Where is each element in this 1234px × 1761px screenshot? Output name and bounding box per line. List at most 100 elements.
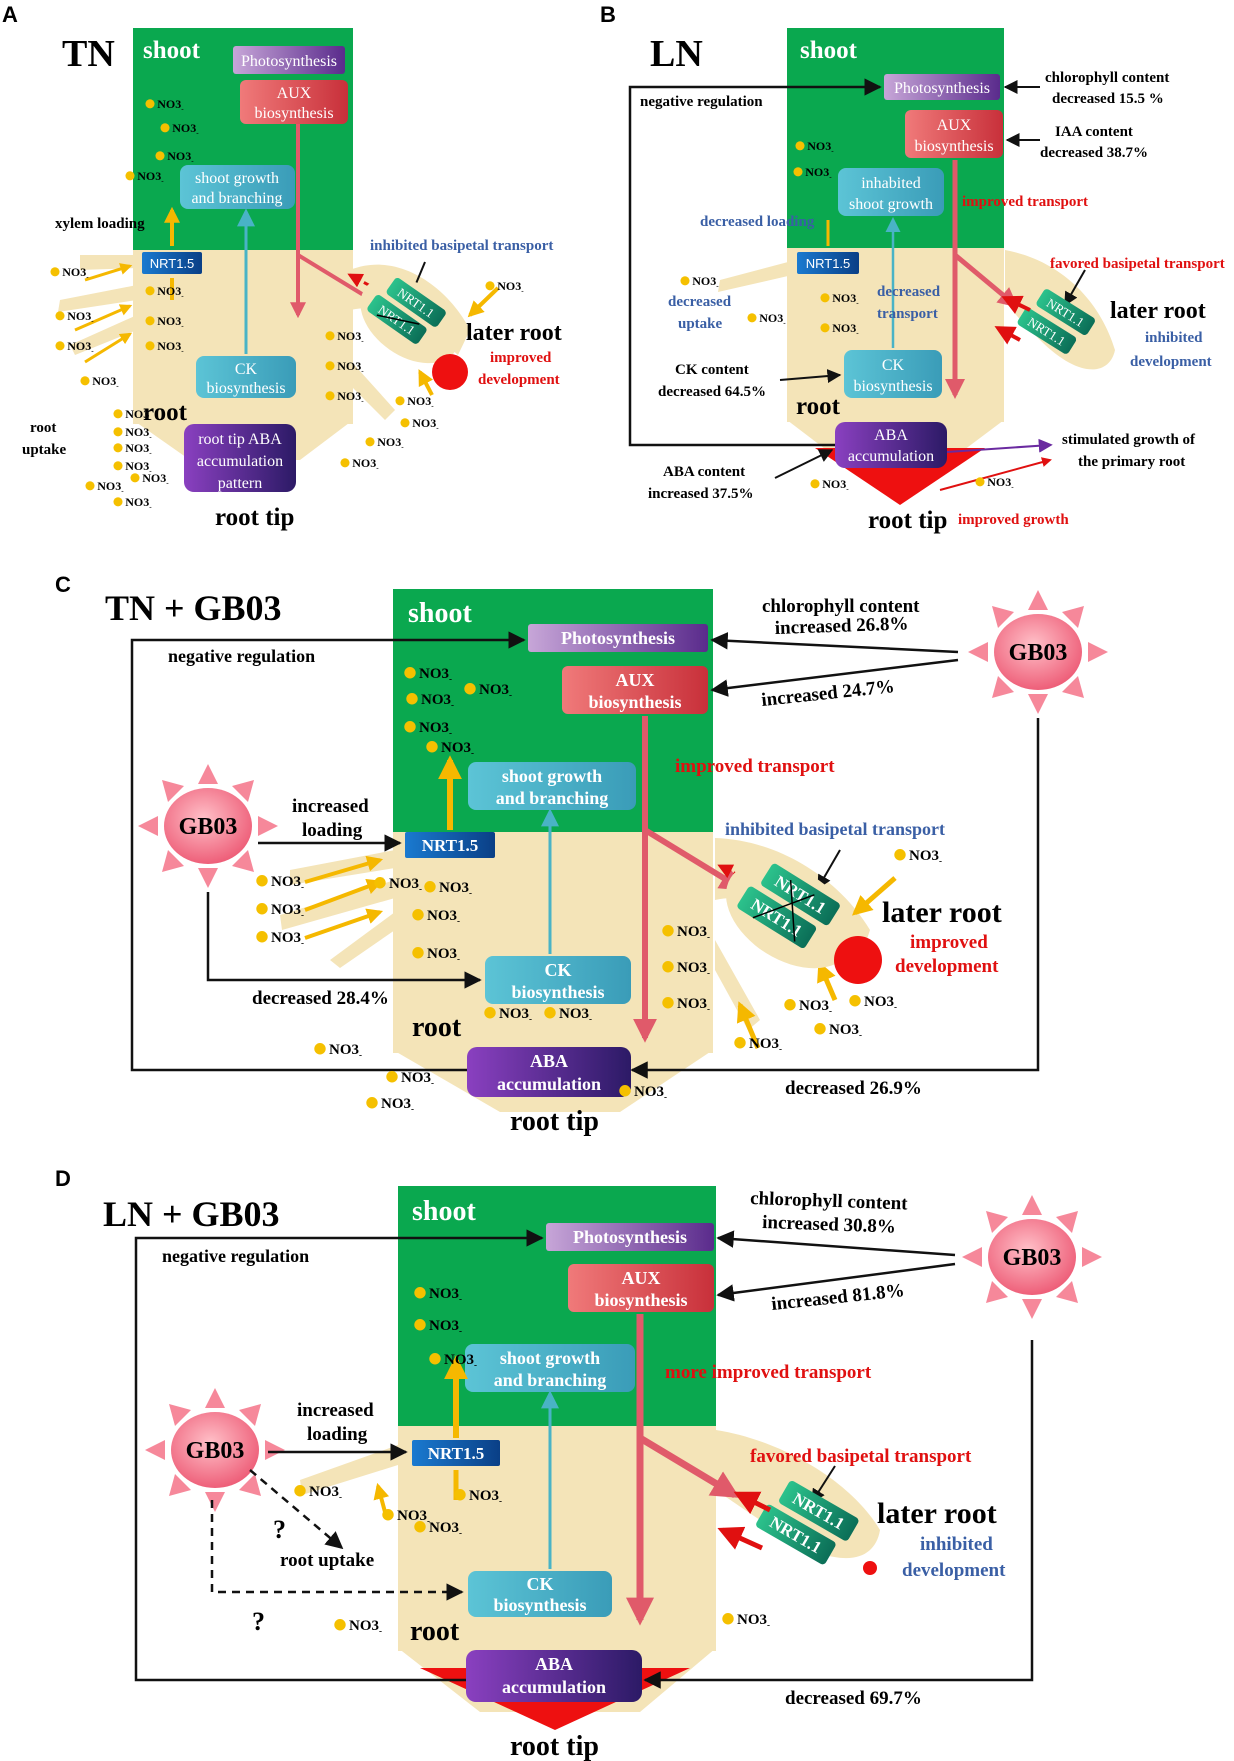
nitrate-dot-icon [55,311,65,321]
nitrate-marker: NO3- [894,848,942,866]
nitrate-label: NO3- [349,1618,382,1636]
panel-a: A TN shoot root root tip Photosynthesis … [2,2,562,531]
gb03-sun-c-right: GB03 [968,590,1108,714]
nitrate-label: NO3- [377,435,404,451]
nitrate-dot-icon [454,1489,466,1501]
later-root-label-c: later root [882,896,1002,929]
nitrate-dot-icon [256,903,268,915]
nitrate-marker: NO3- [849,994,897,1012]
nitrate-label: NO3- [412,416,439,432]
shoot-label-b: shoot [800,37,858,64]
nitrate-marker: NO3- [784,998,832,1016]
improved-development-label-2: development [478,372,560,388]
aba-box-c [467,1047,631,1097]
nrt15-box [142,252,202,274]
nitrate-dot-icon [386,1071,398,1083]
ck-box-b [844,350,942,398]
nitrate-marker: NO3- [325,389,364,405]
auxin-lateral-arrow-d [638,1434,740,1499]
shoot-growth-box-b [838,168,944,216]
nitrate-dot-icon [894,849,906,861]
panel-c-letter: C [55,572,71,597]
negative-regulation-label-c: negative regulation [168,646,315,666]
aba-decrease-label-d: decreased 69.7% [785,1688,922,1709]
nitrate-label: NO3- [692,274,719,290]
nitrate-dots: NO3- NO3- NO3- NO3- NO3- NO3- NO3- NO3- NO3- NO3-… [50,97,1014,1636]
nitrate-marker: NO3- [145,284,184,300]
decreased-uptake-label-b1: decreased [668,294,732,310]
nitrate-dot-icon [412,947,424,959]
nitrate-dot-icon [484,1007,496,1019]
nitrate-label: NO3- [832,321,859,337]
nitrate-marker: NO3- [412,946,460,964]
aux-box-d [568,1264,714,1312]
nitrate-marker: NO3- [820,291,859,307]
nitrate-label: NO3- [125,407,152,423]
nitrate-dot-icon [485,281,495,291]
nitrate-marker: NO3- [820,321,859,337]
ck-label-c2: biosynthesis [511,982,604,1002]
improved-transport-label-b: improved transport [962,194,1088,210]
question-mark-d1: ? [273,1515,286,1544]
panel-a-title: TN [62,33,115,75]
panel-d-title: LN + GB03 [103,1194,280,1234]
ck-box-d [468,1571,612,1617]
nitrate-label: NO3- [389,876,422,894]
decreased-transport-label-b2: transport [877,306,938,322]
lateral-root-right-small [350,360,395,420]
favored-arrow-d2 [717,1526,764,1551]
panel-d: D LN + GB03 shoot root root tip Photosyn… [55,1166,1102,1761]
nitrate-label: NO3- [172,121,199,137]
shoot-growth-label-2: and branching [191,190,282,207]
shoot-growth-label-d1: shoot growth [500,1348,600,1368]
photosynthesis-box-d [546,1223,714,1251]
nitrate-marker: NO3- [662,996,710,1014]
nitrate-marker: NO3- [256,902,304,920]
photosynthesis-label: Photosynthesis [241,53,337,70]
nitrate-marker: NO3- [400,416,439,432]
later-root-label-b: later root [1110,298,1206,324]
gb03-sun-c-left: GB03 [138,764,278,888]
nitrate-marker: NO3- [374,876,422,894]
nitrate-label: NO3- [419,720,452,738]
nitrate-marker: NO3- [429,1352,477,1370]
nitrate-dot-icon [113,461,123,471]
nitrate-label: NO3- [401,1070,434,1088]
uptake-arrow-c1 [304,855,384,884]
root-label-d: root [410,1616,460,1647]
shoot-growth-label-1: shoot growth [195,170,279,187]
nitrate-dot-icon [619,1085,631,1097]
nitrate-label: NO3- [497,279,524,295]
nitrate-label: NO3- [309,1484,342,1502]
nitrate-label: NO3- [97,479,124,495]
nitrate-label: NO3- [352,456,379,472]
iaa-label-b2: decreased 38.7% [1040,145,1148,161]
inhibited-development-label-d1: inhibited [920,1534,993,1555]
nitrate-marker: NO3- [619,1084,667,1102]
nitrate-dot-icon [155,151,165,161]
aux-label-b1: AUX [937,117,972,134]
lateral-root-right-small-c [715,940,760,1030]
aba-box-b [835,422,947,468]
root-tip-label-b: root tip [868,507,947,534]
root-label-c: root [412,1012,462,1043]
inhibited-basipetal-label-c: inhibited basipetal transport [725,819,945,839]
uptake-arrow-1 [84,263,133,282]
gb03-label-c-left: GB03 [179,814,238,840]
nitrate-marker: NO3- [414,1318,462,1336]
root-tip-label-c: root tip [510,1106,599,1137]
nitrate-marker: NO3- [414,1520,462,1538]
nitrate-label: NO3- [337,329,364,345]
later-root-label: later root [466,320,562,346]
nitrate-label: NO3- [441,740,474,758]
favored-callout-b [1064,269,1086,307]
shoot-growth-label-b1: inhabited [861,175,921,192]
nrt15-box-b [797,252,859,274]
later-root-arrow-1 [467,286,500,318]
nitrate-label: NO3- [429,1520,462,1538]
nitrate-marker: NO3- [340,456,379,472]
nitrate-label: NO3- [559,1006,592,1024]
nrt11-carrier-c: NRT1.1 NRT1.1 [726,861,854,969]
auxin-lateral-arrow-c [643,827,745,891]
lateral-root-tip-a [432,354,468,390]
